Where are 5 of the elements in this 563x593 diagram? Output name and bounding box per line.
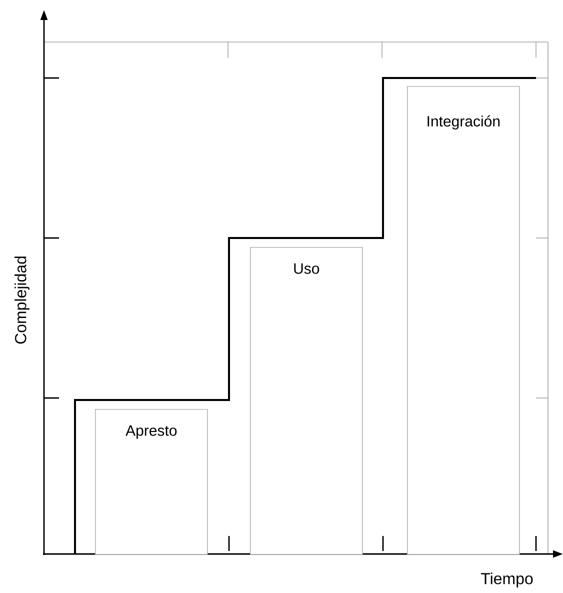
phase-box: Apresto [95, 409, 208, 555]
phase-box: Uso [250, 246, 363, 555]
phase-box: Integración [407, 86, 520, 555]
axis-label: Complejidad [14, 256, 30, 344]
axis-label: Tiempo [480, 572, 533, 588]
